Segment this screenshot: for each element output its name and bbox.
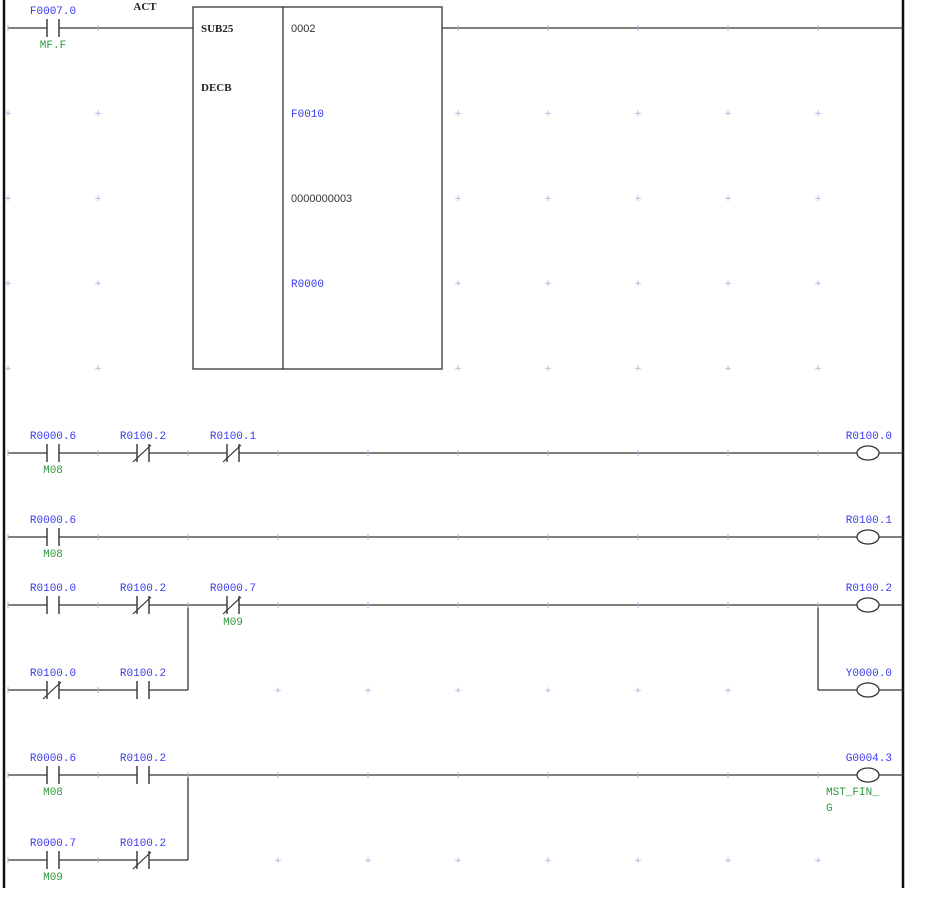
contact-address: R0000.6 xyxy=(30,753,76,765)
grid-marker-icon: + xyxy=(814,109,822,119)
contact-address: R0100.0 xyxy=(30,583,76,595)
grid-marker-icon: + xyxy=(454,856,462,866)
grid-marker-icon: + xyxy=(364,856,372,866)
contact-address: F0007.0 xyxy=(30,6,76,18)
contact-symbol: M08 xyxy=(43,549,63,561)
contact-symbol: M08 xyxy=(43,787,63,799)
nc-slash xyxy=(222,596,242,615)
nc-slash xyxy=(132,596,152,615)
contact-address: R0000.7 xyxy=(30,838,76,850)
grid-marker-icon: + xyxy=(454,109,462,119)
grid-marker-icon: + xyxy=(364,686,372,696)
grid-marker-icon: + xyxy=(544,279,552,289)
contact-address: R0100.2 xyxy=(120,583,166,595)
block-param-format: 0002 xyxy=(291,23,315,35)
block-name: SUB25 xyxy=(201,23,234,35)
contact-address: R0000.7 xyxy=(210,583,256,595)
coil-symbol: MST_FIN_ xyxy=(826,787,879,799)
grid-marker-icon: + xyxy=(724,364,732,374)
coil-address: G0004.3 xyxy=(846,753,892,765)
grid-marker-icon: + xyxy=(454,364,462,374)
coil-address: R0100.2 xyxy=(846,583,892,595)
contact-address: R0000.6 xyxy=(30,431,76,443)
grid-marker-icon: + xyxy=(544,856,552,866)
contact-address: R0100.2 xyxy=(120,668,166,680)
grid-marker-icon: + xyxy=(634,364,642,374)
grid-marker-icon: + xyxy=(94,194,102,204)
grid-marker-icon: + xyxy=(544,194,552,204)
grid-marker-icon: + xyxy=(454,279,462,289)
grid-marker-icon: + xyxy=(544,686,552,696)
grid-marker-icon: + xyxy=(274,686,282,696)
grid-marker-icon: + xyxy=(634,109,642,119)
coil-icon xyxy=(856,767,880,783)
grid-marker-icon: + xyxy=(4,194,12,204)
nc-slash xyxy=(222,444,242,463)
coil-icon xyxy=(856,529,880,545)
coil-symbol-cont: G xyxy=(826,803,833,815)
contact-address: R0100.2 xyxy=(120,431,166,443)
nc-slash xyxy=(132,444,152,463)
grid-marker-icon: + xyxy=(94,364,102,374)
coil-address: R0100.1 xyxy=(846,515,893,527)
contact-symbol: M08 xyxy=(43,465,63,477)
nc-slash xyxy=(42,681,62,700)
contact-address: R0100.2 xyxy=(120,753,166,765)
contact-symbol: M09 xyxy=(223,617,243,629)
contact-address: R0100.1 xyxy=(210,431,257,443)
nc-slash xyxy=(132,851,152,870)
coil-icon xyxy=(856,597,880,613)
grid-marker-icon: + xyxy=(274,856,282,866)
contact-address: R0000.6 xyxy=(30,515,76,527)
grid-marker-icon: + xyxy=(454,194,462,204)
grid-marker-icon: + xyxy=(814,279,822,289)
contact-address: R0100.2 xyxy=(120,838,166,850)
block-param-mask: 0000000003 xyxy=(291,193,352,205)
grid-marker-icon: + xyxy=(4,279,12,289)
grid-marker-icon: + xyxy=(724,109,732,119)
contact-symbol: M09 xyxy=(43,872,63,884)
grid-marker-icon: + xyxy=(724,194,732,204)
grid-marker-icon: + xyxy=(94,109,102,119)
grid-marker-icon: + xyxy=(454,686,462,696)
coil-icon xyxy=(856,445,880,461)
grid-marker-icon: + xyxy=(634,194,642,204)
contact-address: R0100.0 xyxy=(30,668,76,680)
grid-marker-icon: + xyxy=(724,856,732,866)
block-param-address: F0010 xyxy=(291,109,324,121)
grid-marker-icon: + xyxy=(724,279,732,289)
grid-marker-icon: + xyxy=(814,194,822,204)
grid-marker-icon: + xyxy=(724,686,732,696)
coil-address: R0100.0 xyxy=(846,431,892,443)
grid-marker-icon: + xyxy=(634,279,642,289)
grid-marker-icon: + xyxy=(544,109,552,119)
grid-marker-icon: + xyxy=(634,686,642,696)
coil-icon xyxy=(856,682,880,698)
block-input-label: ACT xyxy=(133,1,157,13)
grid-marker-icon: + xyxy=(544,364,552,374)
grid-marker-icon: + xyxy=(4,109,12,119)
block-param-output: R0000 xyxy=(291,279,324,291)
block-mnemonic: DECB xyxy=(201,82,232,94)
grid-marker-icon: + xyxy=(4,364,12,374)
grid-marker-icon: + xyxy=(814,364,822,374)
functional-block[interactable] xyxy=(192,6,443,370)
grid-marker-icon: + xyxy=(94,279,102,289)
contact-symbol: MF.F xyxy=(40,40,66,52)
grid-marker-icon: + xyxy=(634,856,642,866)
grid-marker-icon: + xyxy=(814,856,822,866)
coil-address: Y0000.0 xyxy=(846,668,892,680)
